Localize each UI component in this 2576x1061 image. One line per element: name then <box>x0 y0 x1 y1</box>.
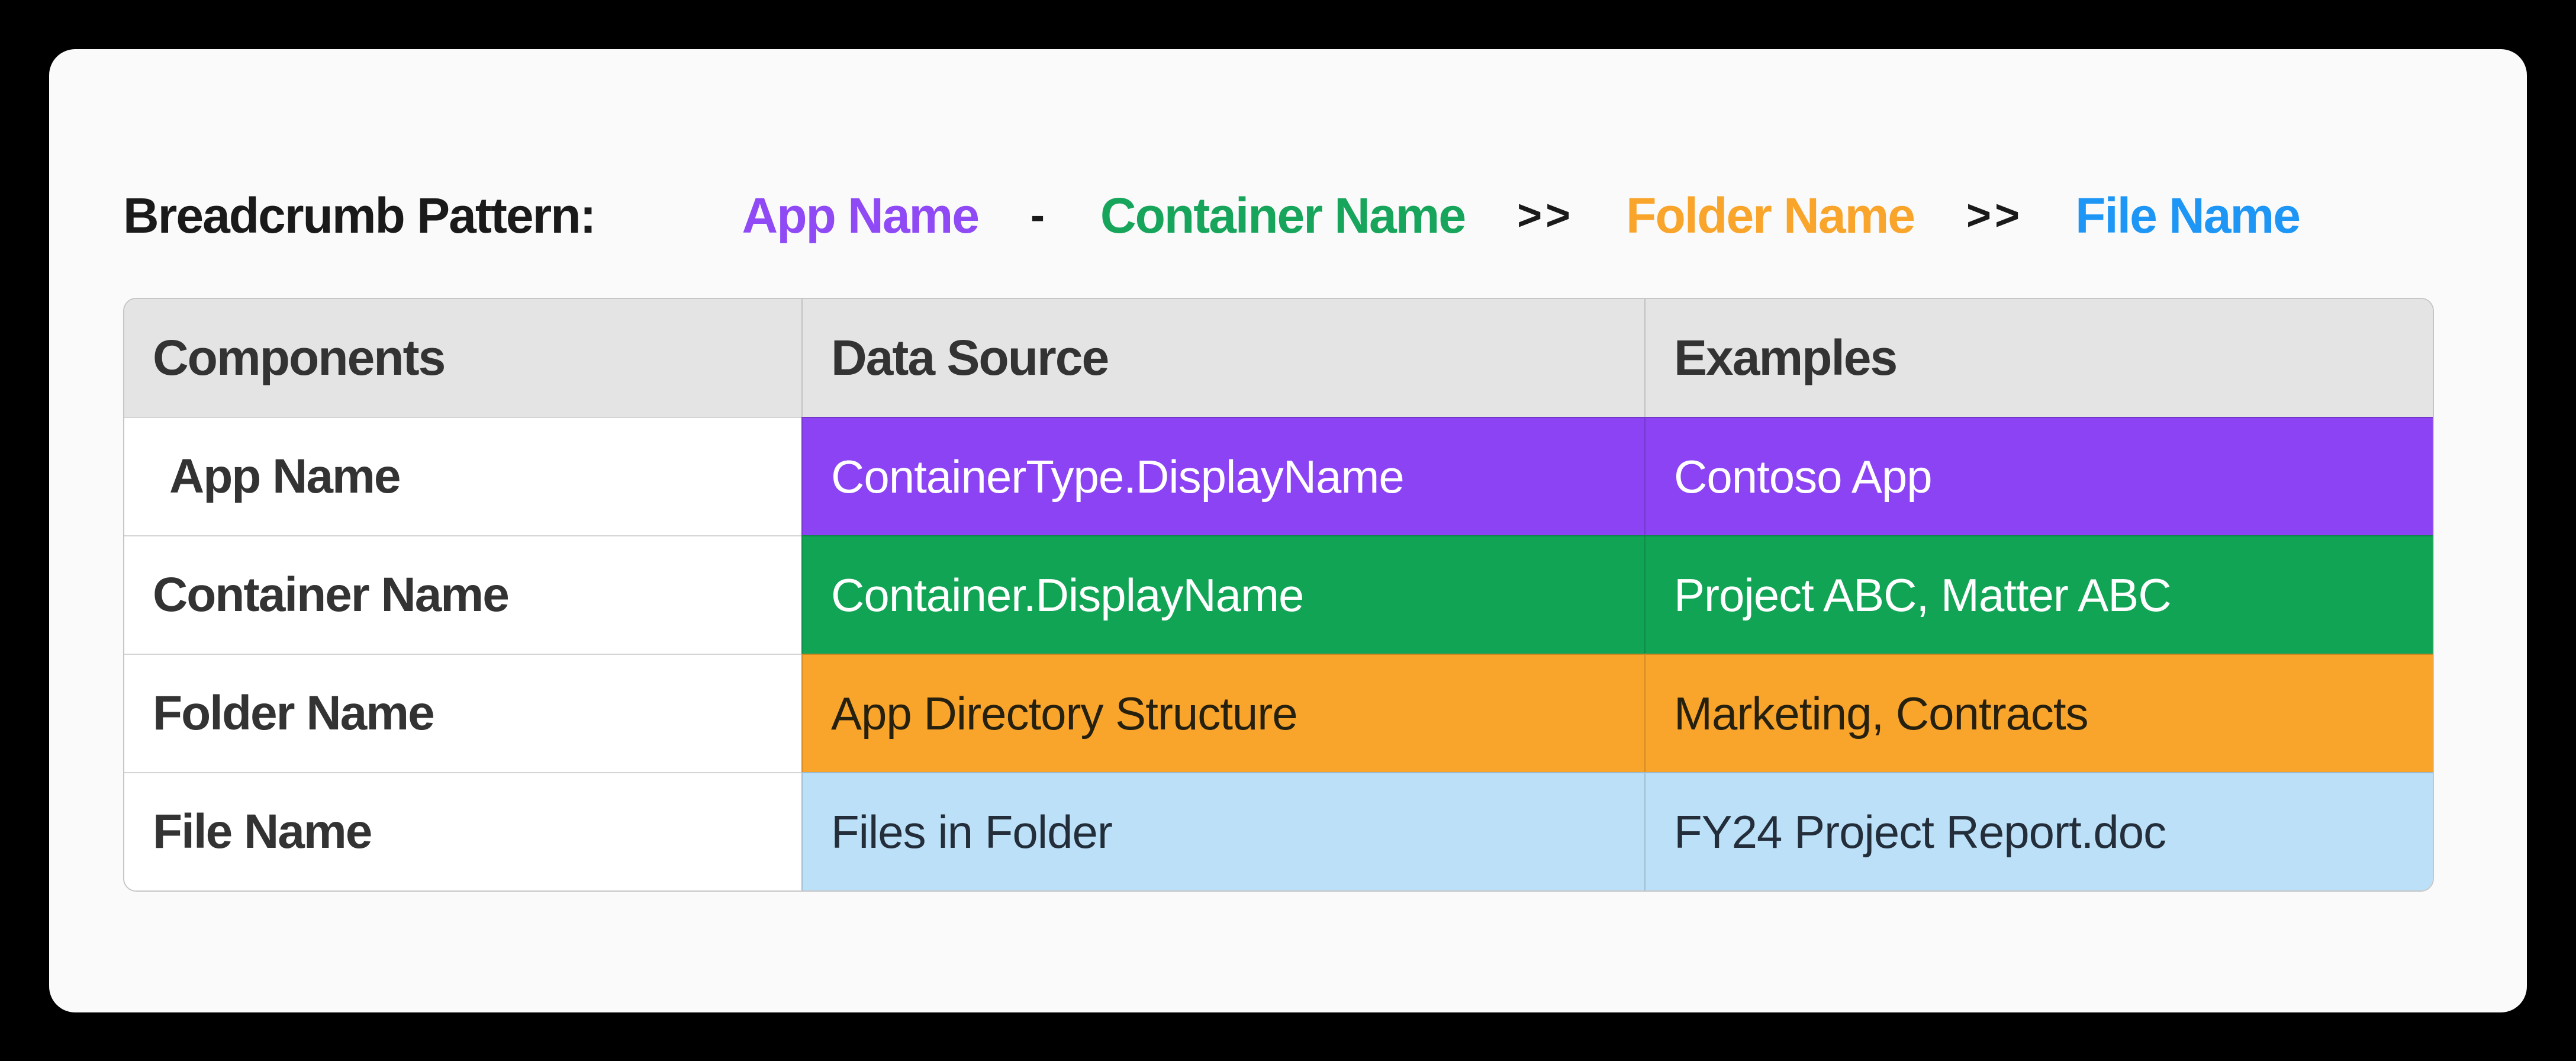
card: Breadcrumb Pattern: App Name - Container… <box>49 49 2527 1012</box>
cell-r4-data-source: Files in Folder <box>801 772 1644 890</box>
cell-r3-example: Marketing, Contracts <box>1644 654 2433 772</box>
breadcrumb: Breadcrumb Pattern: App Name - Container… <box>123 186 2301 245</box>
cell-r3-data-source: App Directory Structure <box>801 654 1644 772</box>
header-examples: Examples <box>1644 299 2433 417</box>
breadcrumb-pattern-label: Breadcrumb Pattern: <box>123 187 597 243</box>
cell-r2-example: Project ABC, Matter ABC <box>1644 535 2433 654</box>
cell-r4-component: File Name <box>124 772 801 890</box>
cell-r2-data-source: Container.DisplayName <box>801 535 1644 654</box>
cell-r3-component: Folder Name <box>124 654 801 772</box>
components-table: Components Data Source Examples App Name… <box>123 298 2434 892</box>
cell-r1-data-source: ContainerType.DisplayName <box>801 417 1644 535</box>
cell-r1-example: Contoso App <box>1644 417 2433 535</box>
breadcrumb-folder-name: Folder Name <box>1626 187 1915 243</box>
breadcrumb-separator-dash: - <box>1030 192 1048 239</box>
breadcrumb-separator-chevrons: >> <box>1517 192 1574 239</box>
header-data-source: Data Source <box>801 299 1644 417</box>
breadcrumb-file-name: File Name <box>2075 187 2301 243</box>
cell-r1-component: App Name <box>124 417 801 535</box>
header-components: Components <box>124 299 801 417</box>
cell-r4-example: FY24 Project Report.doc <box>1644 772 2433 890</box>
cell-r2-component: Container Name <box>124 535 801 654</box>
breadcrumb-container-name: Container Name <box>1100 187 1466 243</box>
breadcrumb-separator-chevrons: >> <box>1966 192 2024 239</box>
breadcrumb-app-name: App Name <box>742 187 980 243</box>
